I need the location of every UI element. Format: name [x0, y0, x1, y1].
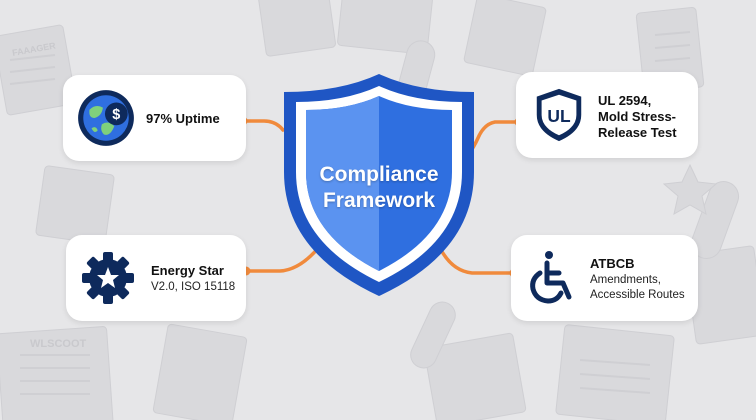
background-document: [337, 0, 433, 55]
card-uptime-title: 97% Uptime: [146, 111, 220, 126]
card-energy-subtitle: V2.0, ISO 15118: [151, 281, 236, 293]
card-ul: UL UL 2594, Mold Stress- Release Test: [516, 72, 698, 158]
compliance-shield-icon: [284, 74, 474, 296]
card-ul-title-line3: Release Test: [598, 125, 677, 140]
card-energy-star: Energy Star V2.0, ISO 15118: [66, 235, 246, 321]
svg-text:$: $: [112, 107, 120, 123]
background-star: [662, 163, 718, 215]
background-document: [423, 332, 527, 420]
background-document: [463, 0, 547, 77]
background-pen: [410, 301, 456, 369]
shield-title-line1: Compliance: [319, 163, 439, 186]
shield-title-line2: Framework: [322, 189, 436, 212]
card-energy-title: Energy Star: [151, 263, 224, 278]
ul-badge-text: UL: [547, 106, 571, 126]
globe-dollar-icon: $: [78, 90, 134, 146]
card-ul-title-line2: Mold Stress-: [598, 109, 677, 124]
background-document: [152, 323, 248, 420]
card-atbcb-subtitle-line2: Accessible Routes: [590, 289, 685, 301]
background-pen: [690, 181, 740, 259]
background-watermark-text: WLSCOOT: [30, 338, 86, 350]
connector-uptime: [241, 119, 285, 132]
connector-atbcb: [438, 246, 516, 275]
wheelchair-accessibility-icon: [530, 251, 572, 304]
card-ul-title-line1: UL 2594,: [598, 93, 652, 108]
card-atbcb-subtitle-line1: Amendments,: [590, 274, 661, 286]
card-atbcb-title: ATBCB: [590, 256, 635, 271]
card-atbcb: ATBCB Amendments, Accessible Routes: [511, 235, 698, 321]
ul-shield-badge-icon: UL: [536, 88, 582, 142]
background-document: [258, 0, 336, 57]
gear-star-icon: [82, 252, 134, 304]
card-uptime: $ 97% Uptime: [63, 75, 246, 161]
